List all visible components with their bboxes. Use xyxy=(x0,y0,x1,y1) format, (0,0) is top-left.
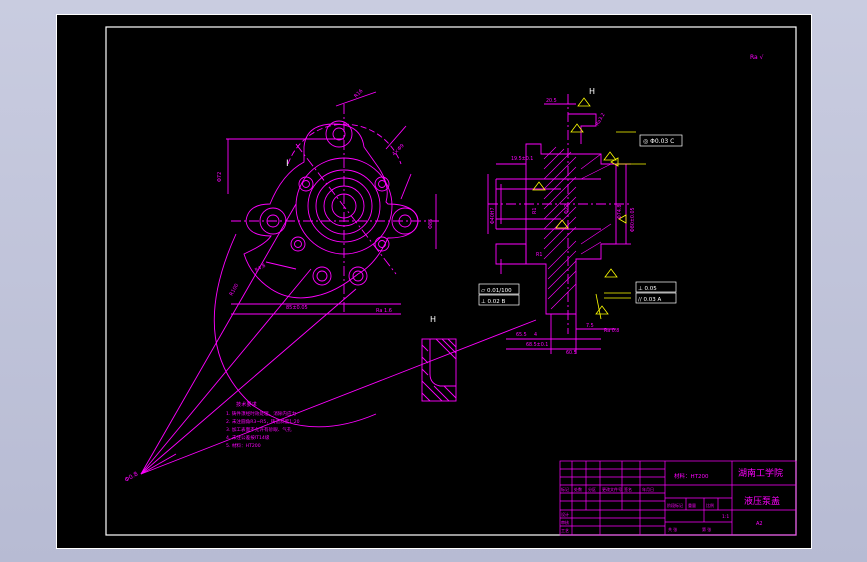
svg-text:分区: 分区 xyxy=(588,486,596,492)
fcf-top: ◎ Φ0.03 C xyxy=(639,134,683,147)
svg-text:7.5: 7.5 xyxy=(586,323,594,329)
section-view xyxy=(487,94,631,354)
svg-text:⊥ 0.05: ⊥ 0.05 xyxy=(638,286,657,292)
drawing-name: 液压泵盖 xyxy=(744,495,780,507)
svg-text:4×Φ9: 4×Φ9 xyxy=(391,143,405,157)
svg-text:20.5: 20.5 xyxy=(546,98,557,104)
svg-text:Φ74.8: Φ74.8 xyxy=(617,205,623,219)
fcf-right-1: ⊥ 0.05 xyxy=(635,281,677,293)
svg-text:Ra 0.8: Ra 0.8 xyxy=(604,328,619,334)
tech-line-3: 3. 加工表面不允许有砂眼、气孔 xyxy=(226,426,292,433)
view-label: I xyxy=(286,159,289,169)
svg-text:Φ72: Φ72 xyxy=(217,172,223,182)
sheet-code: A2 xyxy=(756,521,763,527)
svg-text:设计: 设计 xyxy=(561,511,569,517)
tolerance-marks xyxy=(532,97,646,320)
svg-text:Φ22: Φ22 xyxy=(564,204,570,214)
svg-text:◎ Φ0.03 C: ◎ Φ0.03 C xyxy=(643,138,674,145)
svg-text:68.5±0.1: 68.5±0.1 xyxy=(526,342,548,348)
svg-text:签名: 签名 xyxy=(624,486,632,492)
section-view-dimensions: 20.5 Ra3.2 19.5±0.1 Φ40H7 Φ74.8 Φ80±0.05… xyxy=(490,98,636,356)
svg-text:Φ85: Φ85 xyxy=(428,219,434,229)
tech-line-4: 4. 未注公差按IT14级 xyxy=(226,434,270,441)
tech-requirements: 技术要求 1. 铸件须经时效处理，消除内应力 2. 未注圆角R3~R5，铸造斜度… xyxy=(226,400,300,449)
svg-text:第 张: 第 张 xyxy=(702,526,711,532)
svg-text:Ra 1.6: Ra 1.6 xyxy=(376,308,392,314)
cad-viewport[interactable]: Ra √ xyxy=(56,14,812,549)
svg-text:R100: R100 xyxy=(229,283,241,297)
svg-text:阶段标记: 阶段标记 xyxy=(667,502,683,508)
drawing-sheet-border xyxy=(56,14,812,549)
svg-text:工艺: 工艺 xyxy=(561,528,569,533)
svg-text:重量: 重量 xyxy=(688,502,696,508)
front-view xyxy=(140,91,537,475)
svg-text:处数: 处数 xyxy=(574,486,582,492)
svg-text:19.5±0.1: 19.5±0.1 xyxy=(511,156,533,162)
fcf-left-2: ⊥ 0.02 B xyxy=(478,294,520,306)
svg-text:⊥ 0.02 B: ⊥ 0.02 B xyxy=(481,299,506,305)
svg-text:R4.8: R4.8 xyxy=(254,263,267,274)
svg-text:标记: 标记 xyxy=(561,486,569,492)
svg-text:Φ40H7: Φ40H7 xyxy=(490,207,496,224)
section-label-bottom: H xyxy=(430,315,436,324)
school-name: 湖南工学院 xyxy=(738,467,783,479)
cad-drawing: Ra √ xyxy=(56,14,812,549)
roughness-mark: Ra √ xyxy=(750,54,764,61)
svg-text:R16: R16 xyxy=(353,88,364,99)
svg-text:4: 4 xyxy=(534,332,537,338)
svg-text:Φ80±0.05: Φ80±0.05 xyxy=(630,207,636,232)
scale: 1:1 xyxy=(722,514,729,520)
svg-text:共 张: 共 张 xyxy=(668,526,677,532)
svg-text:比例: 比例 xyxy=(706,502,714,508)
svg-text:R1: R1 xyxy=(532,208,538,214)
svg-text:85±0.05: 85±0.05 xyxy=(286,305,308,311)
tech-line-2: 2. 未注圆角R3~R5，铸造斜度1:20 xyxy=(226,418,300,425)
svg-text:▱ 0.01/100: ▱ 0.01/100 xyxy=(481,288,512,294)
tech-title: 技术要求 xyxy=(236,400,258,408)
tech-line-1: 1. 铸件须经时效处理，消除内应力 xyxy=(226,410,297,417)
title-row-labels: 标记 处数 分区 更改文件号 签名 年月日 设计 审核 工艺 阶段标记 重量 比… xyxy=(561,486,714,533)
section-label-top: H xyxy=(589,87,595,96)
svg-text:更改文件号: 更改文件号 xyxy=(602,486,622,492)
svg-text:R1: R1 xyxy=(536,252,542,258)
leader-label: Φ0.8 xyxy=(124,470,140,483)
svg-text:// 0.03 A: // 0.03 A xyxy=(638,297,661,303)
fcf-left-1: ▱ 0.01/100 xyxy=(478,283,520,295)
fcf-right-2: // 0.03 A xyxy=(635,292,677,304)
tech-line-5: 5. 材料：HT200 xyxy=(226,442,261,449)
svg-text:审核: 审核 xyxy=(561,519,569,525)
svg-text:60.5: 60.5 xyxy=(566,350,577,356)
svg-text:65.5: 65.5 xyxy=(516,332,527,338)
material: 材料：HT200 xyxy=(674,472,709,480)
detail-view xyxy=(421,338,457,402)
svg-text:年月日: 年月日 xyxy=(642,486,654,492)
title-block xyxy=(559,460,797,536)
drawing-frame xyxy=(105,26,797,536)
